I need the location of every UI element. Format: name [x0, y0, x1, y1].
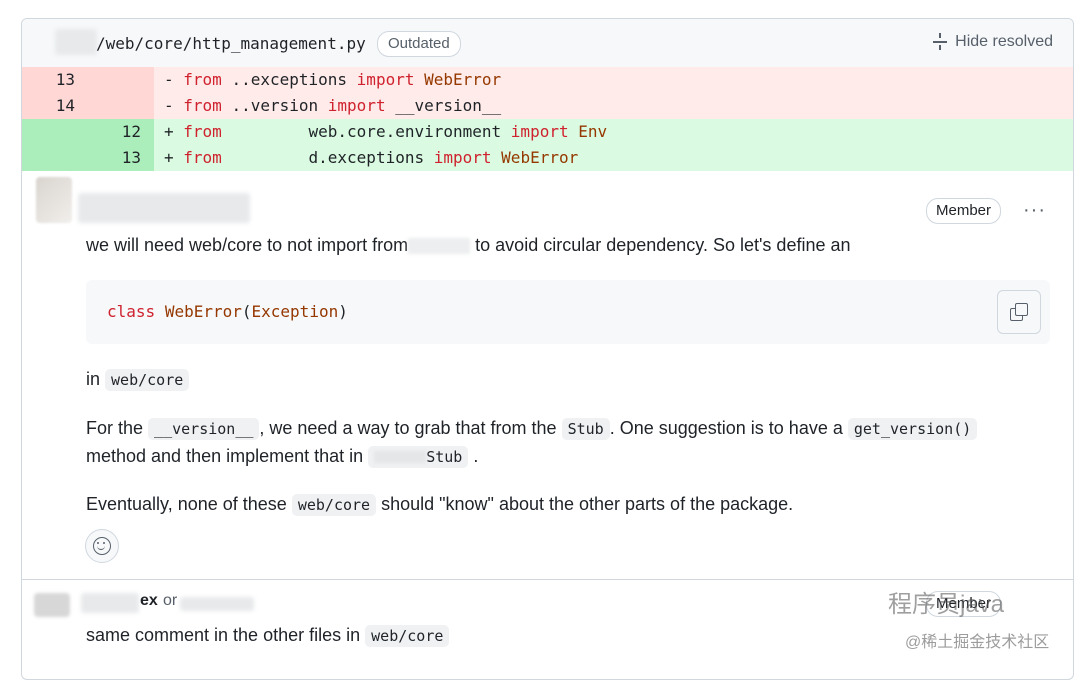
hide-resolved-label: Hide resolved	[955, 33, 1053, 50]
diff-code-line: + from d.exceptions import WebError	[164, 148, 579, 167]
outdated-badge: Outdated	[377, 31, 461, 57]
diff-code-line: - from ..exceptions import WebError	[164, 70, 502, 89]
watermark: @稀土掘金技术社区	[905, 634, 1050, 651]
comment-paragraph: in web/core	[86, 369, 190, 391]
diff-row-added[interactable]: 13 + from d.exceptions import WebError	[22, 145, 1073, 171]
smiley-icon	[93, 537, 111, 555]
comment-paragraph: method and then implement that in Stub .	[86, 446, 479, 468]
redacted-author-name	[81, 593, 139, 613]
more-options-icon[interactable]: ···	[1023, 199, 1046, 221]
old-line-number[interactable]: 14	[55, 96, 75, 115]
old-line-number[interactable]	[22, 145, 75, 171]
comment-author[interactable]: ex	[140, 592, 158, 609]
redacted-text	[180, 597, 254, 611]
redacted-author-name	[78, 193, 250, 223]
old-line-number[interactable]	[22, 119, 75, 145]
file-header: /web/core/http_management.py Outdated Hi…	[22, 19, 1073, 68]
comment-meta: or	[163, 592, 178, 609]
new-line-number[interactable]	[75, 67, 141, 93]
watermark: 程序员java	[888, 591, 1005, 618]
comment-paragraph: For the __version__, we need a way to gr…	[86, 418, 978, 440]
review-thread-card: /web/core/http_management.py Outdated Hi…	[21, 18, 1074, 680]
add-reaction-button[interactable]	[85, 529, 119, 563]
new-line-number[interactable]: 13	[121, 148, 141, 167]
diff-hunk: 13 - from ..exceptions import WebError 14 -…	[22, 67, 1073, 171]
diff-row-added[interactable]: 12 + from web.core.environment import Env	[22, 119, 1073, 145]
comment-paragraph: we will need web/core to not import from…	[86, 235, 851, 255]
new-line-number[interactable]	[75, 93, 141, 119]
fold-icon	[933, 33, 948, 51]
comment-divider	[22, 579, 1073, 580]
code-block: class WebError(Exception)	[86, 280, 1050, 344]
code-line: class WebError(Exception)	[107, 302, 348, 321]
redacted-text	[408, 238, 471, 254]
member-badge: Member	[926, 591, 1002, 617]
comment-paragraph: Eventually, none of these web/core shoul…	[86, 494, 794, 516]
hide-resolved-button[interactable]: Hide resolved	[933, 33, 1053, 51]
new-line-number[interactable]: 12	[121, 122, 141, 141]
avatar[interactable]	[36, 177, 72, 223]
diff-code-line: - from ..version import __version__	[164, 96, 502, 115]
redacted-path-prefix	[55, 29, 97, 55]
file-path[interactable]: /web/core/http_management.py	[96, 34, 366, 53]
member-badge: Member	[926, 198, 1002, 224]
diff-code-line: + from web.core.environment import Env	[164, 122, 608, 141]
old-line-number[interactable]: 13	[55, 70, 75, 89]
copy-button[interactable]	[997, 290, 1041, 334]
comment-paragraph: same comment in the other files in web/c…	[86, 625, 450, 647]
avatar[interactable]	[34, 593, 70, 617]
diff-row-deleted[interactable]: 13 - from ..exceptions import WebError	[22, 67, 1073, 93]
redacted-text	[374, 451, 427, 463]
diff-row-deleted[interactable]: 14 - from ..version import __version__	[22, 93, 1073, 119]
